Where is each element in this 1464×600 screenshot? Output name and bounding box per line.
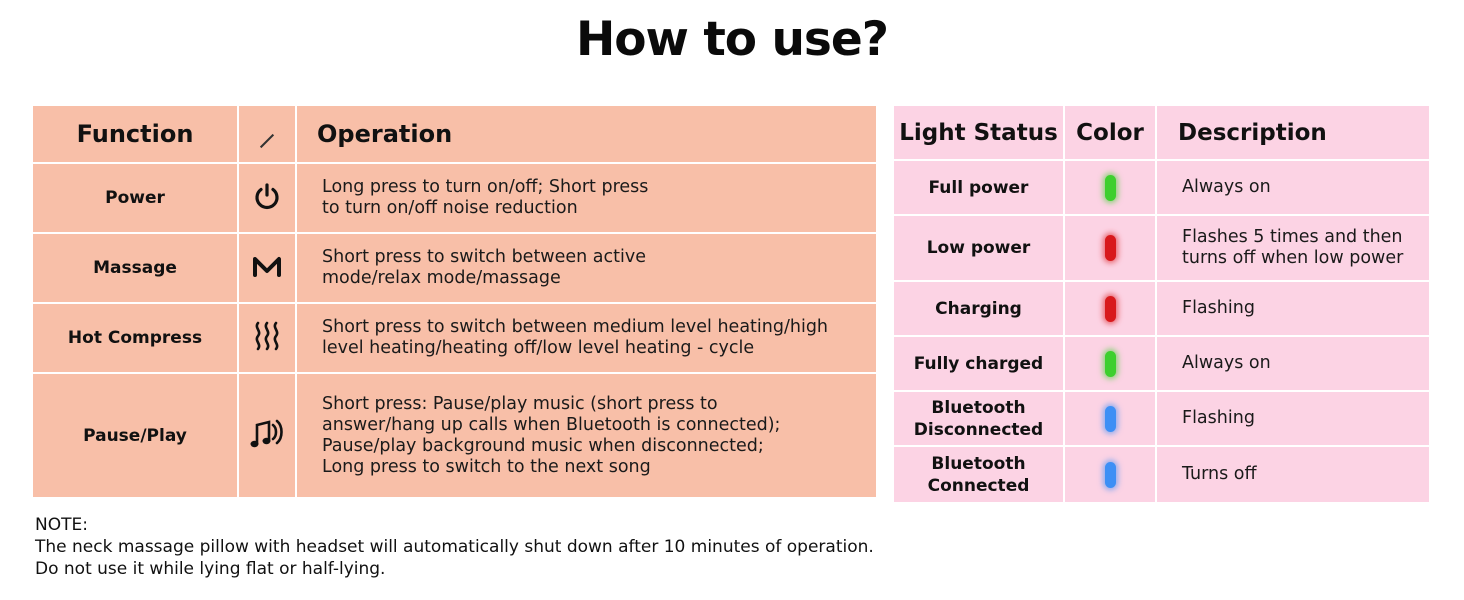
description-header: Description <box>1157 106 1429 161</box>
light-status: Fully charged <box>894 337 1065 392</box>
function-name: Massage <box>33 234 239 304</box>
red-led-indicator <box>1104 295 1116 322</box>
table-row: Full power Always on <box>894 161 1429 216</box>
slash-mark <box>259 133 275 149</box>
function-table-header-row: Function Operation <box>33 106 876 164</box>
light-status: Full power <box>894 161 1065 216</box>
note-block: NOTE: The neck massage pillow with heads… <box>35 514 874 580</box>
light-description: Always on <box>1157 161 1429 216</box>
operation-header: Operation <box>297 106 876 164</box>
blue-led-indicator <box>1104 405 1116 432</box>
operation-text: Short press to switch between active mod… <box>297 234 876 304</box>
light-status: Charging <box>894 282 1065 337</box>
light-status: Bluetooth Disconnected <box>894 392 1065 447</box>
operation-text: Long press to turn on/off; Short press t… <box>297 164 876 234</box>
note-line: The neck massage pillow with headset wil… <box>35 537 874 557</box>
light-description: Turns off <box>1157 447 1429 502</box>
table-row: Pause/Play Short press: Pause/play music… <box>33 374 876 497</box>
color-header: Color <box>1065 106 1157 161</box>
music-note-icon <box>239 374 297 497</box>
light-description: Flashing <box>1157 282 1429 337</box>
table-row: Low power Flashes 5 times and then turns… <box>894 216 1429 282</box>
light-description: Always on <box>1157 337 1429 392</box>
light-status-header: Light Status <box>894 106 1065 161</box>
function-header: Function <box>33 106 239 164</box>
table-row: Massage Short press to switch between ac… <box>33 234 876 304</box>
note-line: Do not use it while lying flat or half-l… <box>35 559 386 579</box>
table-row: Bluetooth Connected Turns off <box>894 447 1429 502</box>
table-row: Charging Flashing <box>894 282 1429 337</box>
light-description: Flashes 5 times and then turns off when … <box>1157 216 1429 282</box>
function-name: Power <box>33 164 239 234</box>
green-led-indicator <box>1104 350 1116 377</box>
table-row: Hot Compress Short press to switch betwe… <box>33 304 876 374</box>
table-row: Bluetooth Disconnected Flashing <box>894 392 1429 447</box>
light-status: Low power <box>894 216 1065 282</box>
red-led-indicator <box>1104 235 1116 261</box>
function-name: Hot Compress <box>33 304 239 374</box>
page-title: How to use? <box>575 12 889 67</box>
function-table: Function Operation Power Long press to t… <box>33 106 876 497</box>
light-status-table: Light Status Color Description Full powe… <box>894 106 1429 502</box>
icon-column-header <box>239 106 297 164</box>
light-table-header-row: Light Status Color Description <box>894 106 1429 161</box>
function-name: Pause/Play <box>33 374 239 497</box>
light-status: Bluetooth Connected <box>894 447 1065 502</box>
power-icon <box>239 164 297 234</box>
table-row: Power Long press to turn on/off; Short p… <box>33 164 876 234</box>
heat-waves-icon <box>239 304 297 374</box>
operation-text: Short press to switch between medium lev… <box>297 304 876 374</box>
blue-led-indicator <box>1104 461 1116 488</box>
table-row: Fully charged Always on <box>894 337 1429 392</box>
operation-text: Short press: Pause/play music (short pre… <box>297 374 876 497</box>
note-label: NOTE: <box>35 515 88 535</box>
green-led-indicator <box>1104 174 1116 201</box>
massage-m-icon <box>239 234 297 304</box>
light-description: Flashing <box>1157 392 1429 447</box>
